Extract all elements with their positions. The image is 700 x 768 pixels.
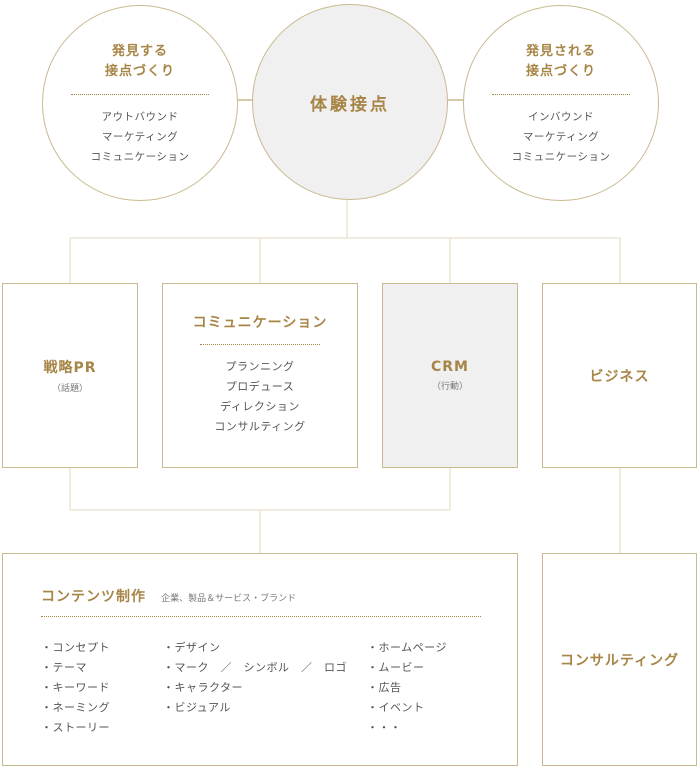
content-item: ・ホームページ [367,641,447,654]
content-item: ・キーワード [41,681,110,694]
content-item: ・コンセプト [41,641,110,654]
experience-touchpoint-circle: 体験接点 [252,4,448,200]
content-production-title: コンテンツ制作 [41,589,146,605]
communication-item: プランニング [225,360,295,373]
communication-box: コミュニケーション プランニング プロデュース ディレクション コンサルティング [162,283,358,468]
outbound-divider [71,94,209,95]
content-item: ・イベント [367,701,425,714]
content-production-box: コンテンツ制作 企業、製品＆サービス・ブランド ・コンセプト ・テーマ ・キーワ… [2,553,518,766]
content-item: ・ビジュアル [163,701,231,714]
outbound-line: マーケティング [101,131,179,143]
consulting-title: コンサルティング [559,652,680,669]
content-item: ・・・ [367,721,402,734]
communication-title: コミュニケーション [192,315,328,331]
outbound-circle-title: 発見する 接点づくり [43,42,237,82]
outbound-title-line1: 発見する [111,44,168,59]
crm-sub: （行動） [431,382,468,392]
strategic-pr-box: 戦略PR （話題） [2,283,138,468]
content-item: ・ストーリー [41,721,110,734]
outbound-circle: 発見する 接点づくり アウトバウンド マーケティング コミュニケーション [42,5,238,201]
inbound-title-line1: 発見される [525,44,596,59]
content-production-divider [41,616,481,617]
content-item: ・広告 [367,681,402,694]
content-production-header: コンテンツ制作 企業、製品＆サービス・ブランド [41,586,296,606]
business-box: ビジネス [542,283,697,468]
inbound-divider [492,94,630,95]
communication-item: ディレクション [220,400,300,413]
outbound-title-line2: 接点づくり [104,64,175,79]
inbound-circle-title: 発見される 接点づくり [464,42,658,82]
content-item: ・ムービー [367,661,425,674]
inbound-line: インバウンド [528,111,594,123]
content-production-subtitle: 企業、製品＆サービス・ブランド [161,594,297,604]
content-column-3: ・ホームページ ・ムービー ・広告 ・イベント ・・・ [367,638,447,738]
content-column-2: ・デザイン ・マーク ／ シンボル ／ ロゴ ・キャラクター ・ビジュアル [163,638,347,718]
business-title: ビジネス [589,368,650,385]
inbound-circle: 発見される 接点づくり インバウンド マーケティング コミュニケーション [463,5,659,201]
strategic-pr-sub: （話題） [51,384,88,394]
communication-divider [200,344,320,345]
content-column-1: ・コンセプト ・テーマ ・キーワード ・ネーミング ・ストーリー [41,638,110,738]
content-item: ・ネーミング [41,701,110,714]
strategic-pr-title: 戦略PR [43,360,97,376]
inbound-line: マーケティング [522,131,600,143]
content-item: ・デザイン [163,641,221,654]
consulting-box: コンサルティング [542,553,697,766]
outbound-line: コミュニケーション [90,151,190,163]
communication-item: コンサルティング [214,420,306,433]
outbound-line: アウトバウンド [101,111,179,123]
content-item: ・テーマ [41,661,87,674]
content-item: ・キャラクター [163,681,244,694]
inbound-line: コミュニケーション [511,151,611,163]
communication-item: プロデュース [225,380,295,393]
crm-title: CRM [431,359,469,375]
inbound-title-line2: 接点づくり [525,64,596,79]
content-item: ・マーク ／ シンボル ／ ロゴ [163,661,347,674]
crm-box: CRM （行動） [382,283,518,468]
experience-touchpoint-title: 体験接点 [310,94,390,115]
